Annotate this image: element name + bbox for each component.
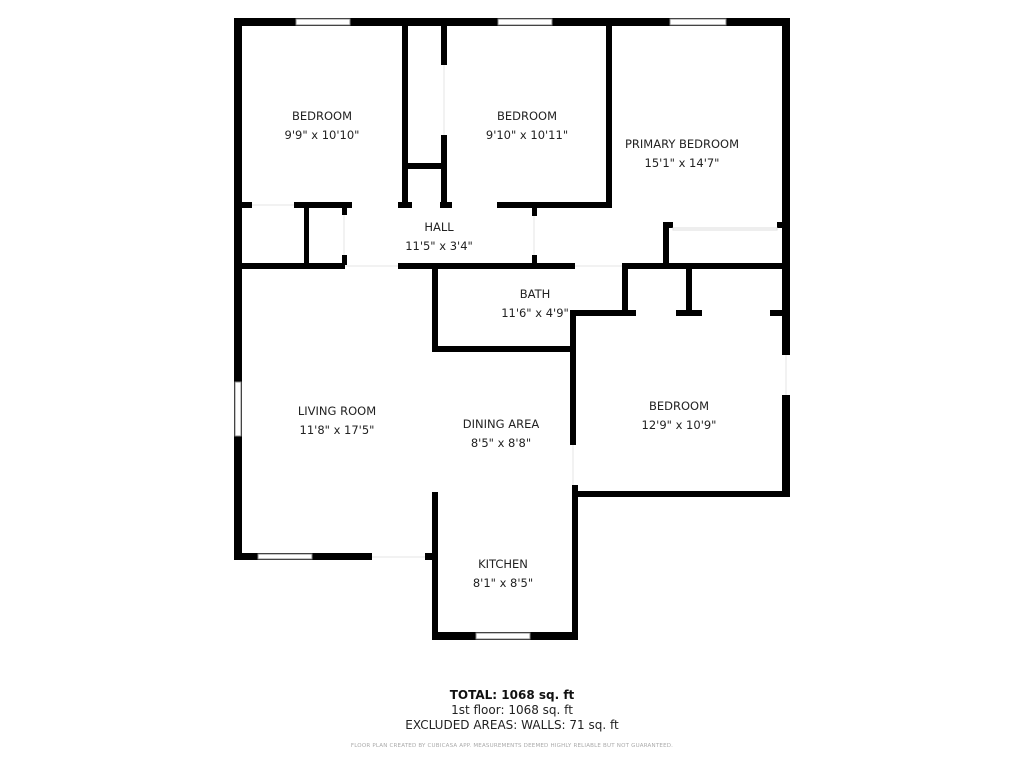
room-name: BATH	[519, 287, 551, 301]
window	[497, 18, 553, 26]
room-size: 11'5" x 3'4"	[405, 239, 473, 253]
wall	[294, 202, 352, 208]
room-size: 8'1" x 8'5"	[472, 576, 534, 590]
disclaimer: FLOOR PLAN CREATED BY CUBICASA APP. MEAS…	[350, 743, 674, 749]
room-name: BEDROOM	[648, 399, 710, 413]
window	[257, 553, 313, 560]
room-dining-area: DINING AREA 8'5" x 8'8"	[463, 415, 539, 453]
total-area: TOTAL: 1068 sq. ft	[449, 688, 575, 702]
wall-bedroom2-right	[606, 18, 612, 208]
room-size: 11'8" x 17'5"	[299, 423, 375, 437]
room-bath: BATH 11'6" x 4'9"	[501, 285, 569, 323]
wall-stub	[532, 255, 537, 265]
wall	[622, 263, 790, 269]
wall-closet	[441, 18, 447, 65]
room-bedroom-1: BEDROOM 9'9" x 10'10"	[285, 107, 360, 145]
door-openings	[252, 65, 787, 558]
wall	[770, 310, 790, 316]
room-name: DINING AREA	[462, 417, 540, 431]
room-size: 12'9" x 10'9"	[641, 418, 717, 432]
wall-closet	[663, 222, 669, 268]
windows	[234, 18, 778, 640]
room-name: BEDROOM	[496, 109, 558, 123]
wall-stub	[532, 208, 537, 216]
wall	[686, 266, 692, 316]
wall-right-upper	[782, 18, 790, 355]
wall-linen	[304, 205, 309, 265]
wall-bath-right	[622, 266, 628, 316]
wall-closet-bottom	[402, 163, 447, 169]
wall-bedroom-left	[570, 310, 576, 445]
room-primary-bedroom: PRIMARY BEDROOM 15'1" x 14'7"	[625, 135, 739, 173]
room-bedroom-2: BEDROOM 9'10" x 10'11"	[486, 107, 568, 145]
room-name: LIVING ROOM	[297, 404, 377, 418]
room-name: HALL	[424, 220, 454, 234]
room-bedroom-3: BEDROOM 12'9" x 10'9"	[642, 397, 717, 435]
wall-bedroom1-right	[402, 18, 408, 205]
wall-stub	[342, 255, 347, 265]
room-size: 15'1" x 14'7"	[644, 156, 720, 170]
wall-left	[234, 18, 242, 560]
wall	[398, 202, 412, 208]
wall-closet	[441, 135, 447, 205]
room-size: 11'6" x 4'9"	[501, 306, 569, 320]
window	[234, 381, 242, 437]
room-size: 9'10" x 10'11"	[485, 128, 569, 142]
closet-shelf	[672, 227, 778, 231]
wall-right-lower	[782, 395, 790, 497]
room-kitchen: KITCHEN 8'1" x 8'5"	[473, 555, 533, 593]
room-hall: HALL 11'5" x 3'4"	[405, 218, 473, 256]
room-name: KITCHEN	[478, 557, 528, 571]
room-living-room: LIVING ROOM 11'8" x 17'5"	[298, 402, 376, 440]
excluded-area: EXCLUDED AREAS: WALLS: 71 sq. ft	[405, 718, 619, 732]
floor-area: 1st floor: 1068 sq. ft	[451, 703, 573, 717]
wall	[497, 202, 612, 208]
wall-bath-left	[432, 266, 438, 352]
wall-kitchen-right	[572, 485, 578, 640]
wall	[440, 202, 452, 208]
wall	[234, 263, 345, 269]
wall	[234, 202, 252, 208]
room-name: PRIMARY BEDROOM	[624, 137, 740, 151]
room-size: 9'9" x 10'10"	[284, 128, 360, 142]
wall-stub	[342, 205, 347, 215]
wall	[570, 310, 636, 316]
window	[295, 18, 351, 26]
room-name: BEDROOM	[291, 109, 353, 123]
wall-closet	[777, 222, 783, 228]
wall	[398, 263, 575, 269]
room-size: 8'5" x 8'8"	[470, 436, 532, 450]
wall-kitchen-left	[432, 492, 438, 640]
window	[669, 18, 727, 26]
wall	[425, 553, 438, 560]
wall-bedroom-bottom	[572, 491, 790, 497]
wall-bath-bottom	[432, 346, 575, 352]
window	[475, 632, 531, 640]
